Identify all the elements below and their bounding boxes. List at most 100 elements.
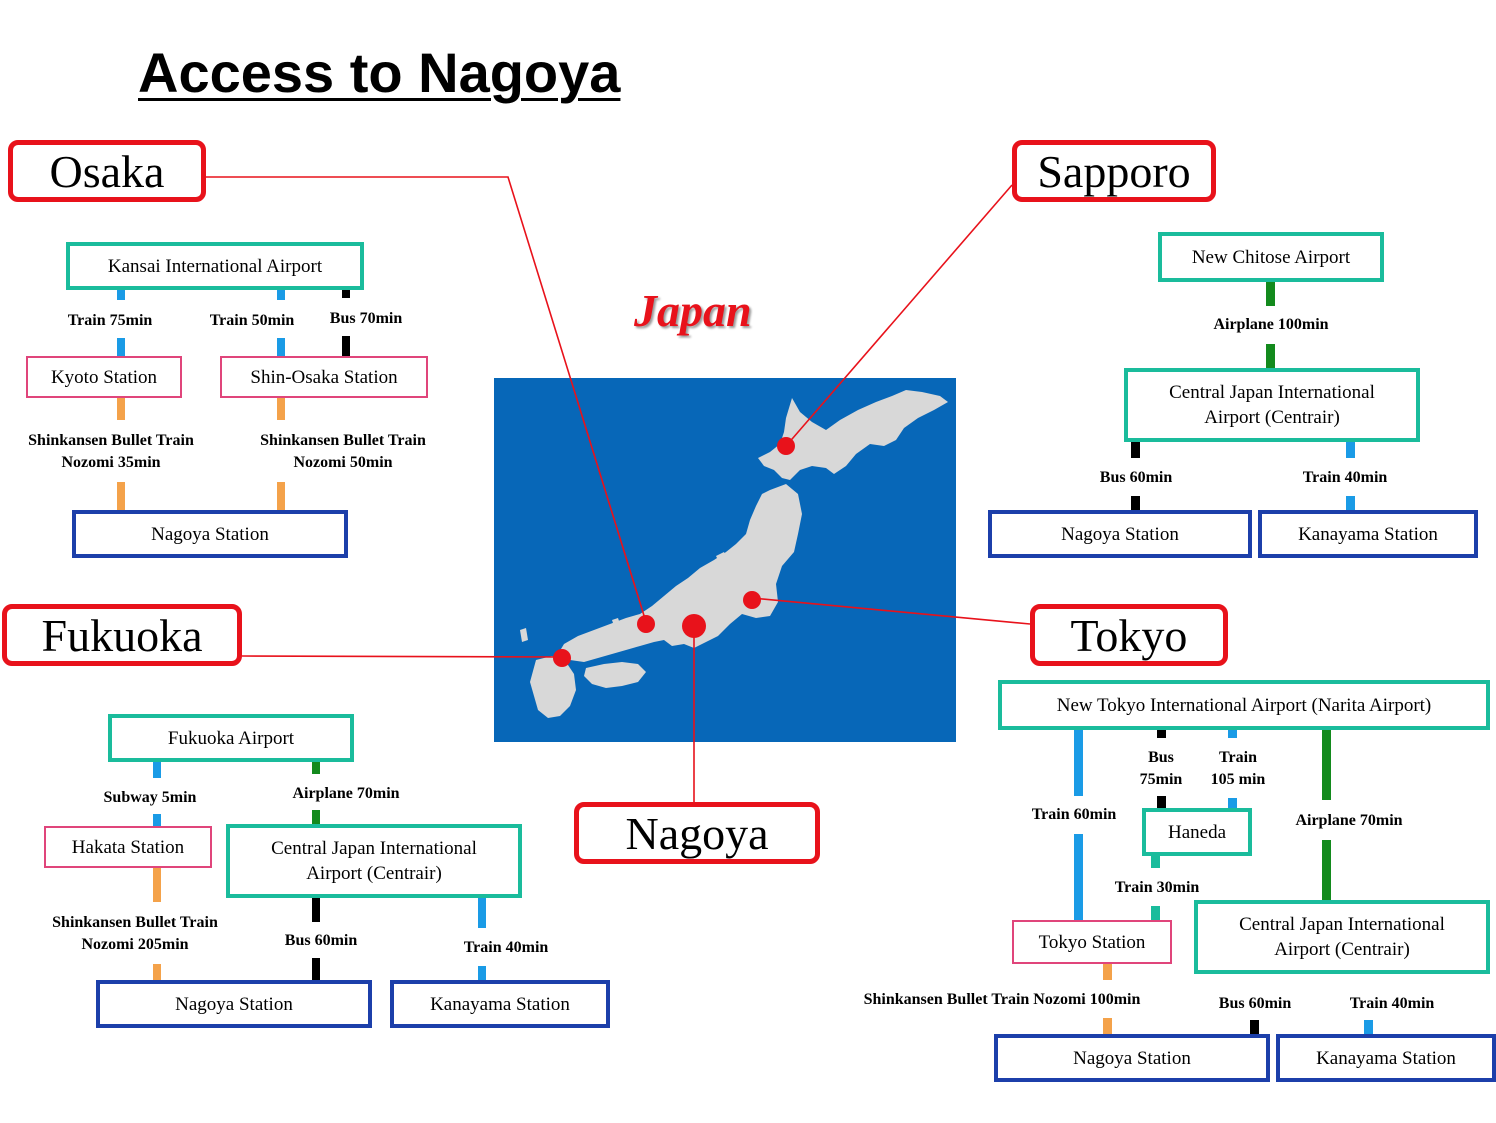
osaka-bus70-seg-bottom (342, 336, 350, 356)
fukuoka-centrair-line1: Central Japan International (271, 838, 477, 859)
fukuoka-airplane-seg-top (312, 762, 320, 774)
tokyo-bus-75-line2: 75min (1139, 771, 1183, 788)
tokyo-train105-seg-top (1228, 728, 1237, 738)
sapporo-centrair-line1: Central Japan International (1169, 382, 1375, 403)
izu-island (520, 628, 528, 642)
osaka-shinkansen-shin-osaka-seg-top (277, 398, 285, 420)
fukuoka-bus-60-label: Bus 60min (284, 932, 358, 949)
sapporo-airplane-seg-bottom (1266, 344, 1275, 370)
tokyo-train-105-line1: Train (1219, 749, 1257, 766)
fukuoka-shinkansen-label: Shinkansen Bullet Train Nozomi 205min (30, 912, 240, 956)
sapporo-nagoya-station: Nagoya Station (988, 510, 1252, 558)
sapporo-train-40-label: Train 40min (1302, 469, 1388, 486)
tokyo-train-105-label: Train 105 min (1196, 747, 1280, 791)
osaka-shinkansen-shin-osaka-label: Shinkansen Bullet Train Nozomi 50min (238, 430, 448, 474)
osaka-shinkansen-kyoto-line1: Shinkansen Bullet Train (28, 432, 194, 449)
tokyo-bus75-seg-bottom (1157, 796, 1166, 808)
tokyo-train-105-line2: 105 min (1210, 771, 1266, 788)
fukuoka-airplane-70-label: Airplane 70min (292, 785, 400, 802)
osaka-shinkansen-kyoto-seg-top (117, 398, 125, 420)
osaka-shinkansen-shin-osaka-seg-bottom (277, 482, 285, 510)
sapporo-bus-60-label: Bus 60min (1099, 469, 1173, 486)
city-fukuoka: Fukuoka (2, 604, 242, 666)
tokyo-shinkansen-label: Shinkansen Bullet Train Nozomi 100min (863, 991, 1141, 1008)
tokyo-train-30-label: Train 30min (1114, 879, 1200, 896)
fukuoka-train-seg-top (478, 898, 486, 928)
leader-lines (206, 176, 1031, 803)
city-nagoya: Nagoya (574, 802, 820, 864)
sapporo-kanayama-station: Kanayama Station (1258, 510, 1478, 558)
tokyo-train-60-label: Train 60min (1031, 806, 1117, 823)
fukuoka-bus-seg-top (312, 898, 320, 922)
tokyo-narita-airport: New Tokyo International Airport (Narita … (998, 680, 1490, 730)
oki (612, 618, 620, 626)
sapporo-bus-seg-top (1131, 442, 1140, 458)
sapporo-airplane-seg-top (1266, 280, 1275, 306)
osaka-shinkansen-shin-osaka-line1: Shinkansen Bullet Train (260, 432, 426, 449)
tokyo-bus-75-line1: Bus (1148, 749, 1174, 766)
osaka-shin-osaka-station: Shin-Osaka Station (220, 356, 428, 398)
tokyo-airplane-seg-top (1322, 728, 1331, 800)
city-dots (553, 437, 795, 667)
fukuoka-shinkansen-seg-top (153, 868, 161, 902)
page-title: Access to Nagoya (138, 41, 621, 104)
sapporo-train-seg-bottom (1346, 496, 1355, 510)
osaka-bus70-seg-top (342, 290, 350, 298)
sapporo-train-seg-top (1346, 442, 1355, 458)
sapporo-new-chitose-airport: New Chitose Airport (1158, 232, 1384, 282)
tokyo-shinkansen-seg-top (1103, 964, 1112, 980)
fukuoka-shinkansen-line1: Shinkansen Bullet Train (52, 914, 218, 931)
osaka-train-50-label: Train 50min (209, 312, 295, 329)
tokyo-tokyo-station: Tokyo Station (1012, 920, 1172, 964)
osaka-bus-70-label: Bus 70min (329, 310, 403, 327)
fukuoka-shinkansen-seg-bottom (153, 964, 161, 980)
tokyo-centrair-line1: Central Japan International (1239, 914, 1445, 935)
fukuoka-centrair-line2: Airport (Centrair) (306, 863, 442, 884)
osaka-train75-seg-top (117, 290, 125, 300)
sapporo-line (785, 184, 1013, 447)
osaka-shinkansen-shin-osaka-line2: Nozomi 50min (293, 454, 393, 471)
sado (716, 552, 728, 564)
sapporo-centrair-line2: Airport (Centrair) (1204, 407, 1340, 428)
tokyo-train30-seg-top (1151, 856, 1160, 868)
osaka-shinkansen-kyoto-seg-bottom (117, 482, 125, 510)
tokyo-bus75-seg-top (1157, 728, 1166, 738)
tokyo-airplane-70-label: Airplane 70min (1295, 812, 1403, 829)
fukuoka-line (241, 655, 563, 658)
osaka-train50-seg-top (277, 290, 285, 300)
fukuoka-subway-5-label: Subway 5min (103, 789, 197, 806)
osaka-nagoya-station: Nagoya Station (72, 510, 348, 558)
tokyo-line (751, 597, 1031, 625)
nagoya-dot (682, 614, 706, 638)
tokyo-train60-seg-bottom (1074, 834, 1083, 920)
honshu (558, 484, 802, 662)
osaka-kansai-airport: Kansai International Airport (66, 242, 364, 290)
tokyo-bus60-seg (1250, 1020, 1259, 1036)
fukuoka-dot (553, 649, 571, 667)
osaka-line (206, 176, 647, 623)
fukuoka-subway-seg-bottom (153, 814, 161, 826)
fukuoka-airplane-seg-bottom (312, 810, 320, 826)
sapporo-bus-seg-bottom (1131, 496, 1140, 510)
fukuoka-shinkansen-line2: Nozomi 205min (81, 936, 189, 953)
hokkaido (758, 390, 948, 480)
tokyo-train-40-label: Train 40min (1349, 995, 1435, 1012)
sapporo-centrair: Central Japan International Airport (Cen… (1124, 368, 1420, 442)
tokyo-kanayama-station: Kanayama Station (1276, 1034, 1496, 1082)
fukuoka-nagoya-station: Nagoya Station (96, 980, 372, 1028)
fukuoka-kanayama-station: Kanayama Station (390, 980, 610, 1028)
map-land (520, 390, 948, 718)
tokyo-train105-seg-bottom (1228, 798, 1237, 808)
tokyo-train30-seg-bottom (1151, 906, 1160, 920)
tokyo-train60-seg-top (1074, 728, 1083, 796)
osaka-shinkansen-kyoto-label: Shinkansen Bullet Train Nozomi 35min (6, 430, 216, 474)
tokyo-bus-75-label: Bus 75min (1128, 747, 1194, 791)
fukuoka-centrair: Central Japan International Airport (Cen… (226, 824, 522, 898)
osaka-train-75-label: Train 75min (67, 312, 153, 329)
tokyo-centrair-line2: Airport (Centrair) (1274, 939, 1410, 960)
osaka-shinkansen-kyoto-line2: Nozomi 35min (61, 454, 161, 471)
tokyo-train40-seg (1364, 1020, 1373, 1036)
tokyo-centrair: Central Japan International Airport (Cen… (1194, 900, 1490, 974)
shikoku (584, 662, 646, 688)
